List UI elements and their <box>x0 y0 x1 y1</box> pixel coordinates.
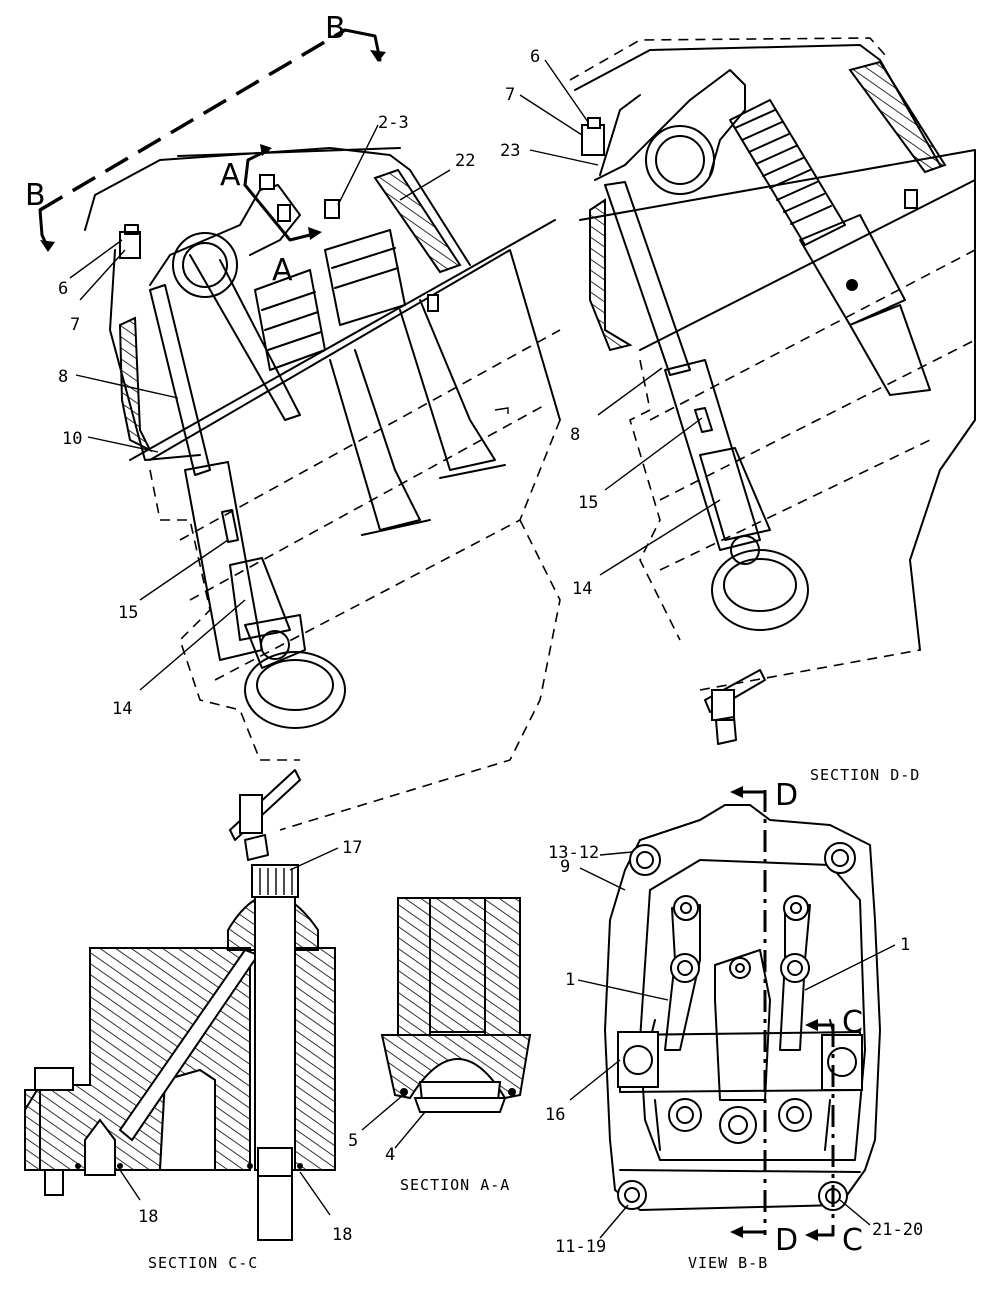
cylinder-head-outline <box>604 804 881 1211</box>
callout-10: 10 <box>62 429 82 449</box>
cut-label-c-bottom: C <box>842 1223 863 1258</box>
callout-6-right: 6 <box>530 47 540 67</box>
callout-1-left: 1 <box>565 970 575 990</box>
callout-8-left: 8 <box>58 367 68 387</box>
callout-23: 23 <box>500 141 520 161</box>
callout-7-left: 7 <box>70 315 80 335</box>
callout-18-left: 18 <box>138 1207 158 1227</box>
valve-spring-2 <box>324 229 406 326</box>
valve-1 <box>329 349 421 531</box>
callout-16: 16 <box>545 1105 565 1125</box>
injector-body <box>799 214 906 326</box>
section-d-d-label: SECTION D-D <box>810 766 920 784</box>
cut-line-b: B B <box>25 11 386 252</box>
section-c-c-label: SECTION C-C <box>148 1254 258 1272</box>
main-view-left <box>84 147 561 861</box>
section-a-a-label: SECTION A-A <box>400 1176 510 1194</box>
leaders-cc <box>119 847 339 1216</box>
valve-spring-1 <box>254 269 326 371</box>
callout-2-3: 2-3 <box>378 113 409 133</box>
callout-22: 22 <box>455 151 475 171</box>
callout-7-right: 7 <box>505 85 515 105</box>
callout-15-right: 15 <box>578 493 598 513</box>
corner-bolts <box>617 842 856 1211</box>
leaders-aa <box>361 1095 426 1149</box>
view-b-b-label: VIEW B-B <box>688 1254 768 1272</box>
rocker-shaft <box>172 232 238 298</box>
cover-hatch-right <box>373 168 462 274</box>
cut-label-b-top: B <box>325 11 346 46</box>
cut-label-b-left: B <box>25 178 46 213</box>
valve-cover-outline <box>84 147 471 266</box>
callout-13-12: 13-12 <box>548 843 599 863</box>
cut-line-a: A A <box>220 144 322 288</box>
cut-label-d-top: D <box>775 778 798 813</box>
leaders-bb <box>569 851 896 1239</box>
callout-1-right: 1 <box>900 935 910 955</box>
callout-14-right: 14 <box>572 579 592 599</box>
adjust-screw <box>119 231 141 259</box>
callout-17: 17 <box>342 838 362 858</box>
callout-18-right: 18 <box>332 1225 352 1245</box>
callout-8-right: 8 <box>570 425 580 445</box>
cut-label-d-bottom: D <box>775 1223 798 1258</box>
section-c-c-view: SECTION C-C <box>24 864 336 1272</box>
callout-21-20: 21-20 <box>872 1220 923 1240</box>
leaders-left <box>69 124 451 691</box>
section-a-a-view: SECTION A-A <box>380 897 532 1194</box>
callout-4: 4 <box>385 1145 395 1165</box>
callout-5: 5 <box>348 1131 358 1151</box>
cut-label-c-top: C <box>842 1005 863 1040</box>
callout-11-19: 11-19 <box>555 1237 606 1257</box>
rocker-arms-top <box>664 895 811 1101</box>
section-d-d-view: SECTION D-D <box>569 37 976 784</box>
push-rod <box>149 284 211 476</box>
callout-14-left: 14 <box>112 699 132 719</box>
injector-spring <box>729 99 846 246</box>
callout-15-left: 15 <box>118 603 138 623</box>
leaders-right-top <box>519 59 721 576</box>
view-b-b: D D C C VIEW B-B <box>604 778 881 1272</box>
cut-label-a-bottom: A <box>272 253 293 288</box>
valve-2 <box>399 299 496 471</box>
callout-6-left: 6 <box>58 279 68 299</box>
cut-label-a-top: A <box>220 158 241 193</box>
callout-9: 9 <box>560 857 570 877</box>
